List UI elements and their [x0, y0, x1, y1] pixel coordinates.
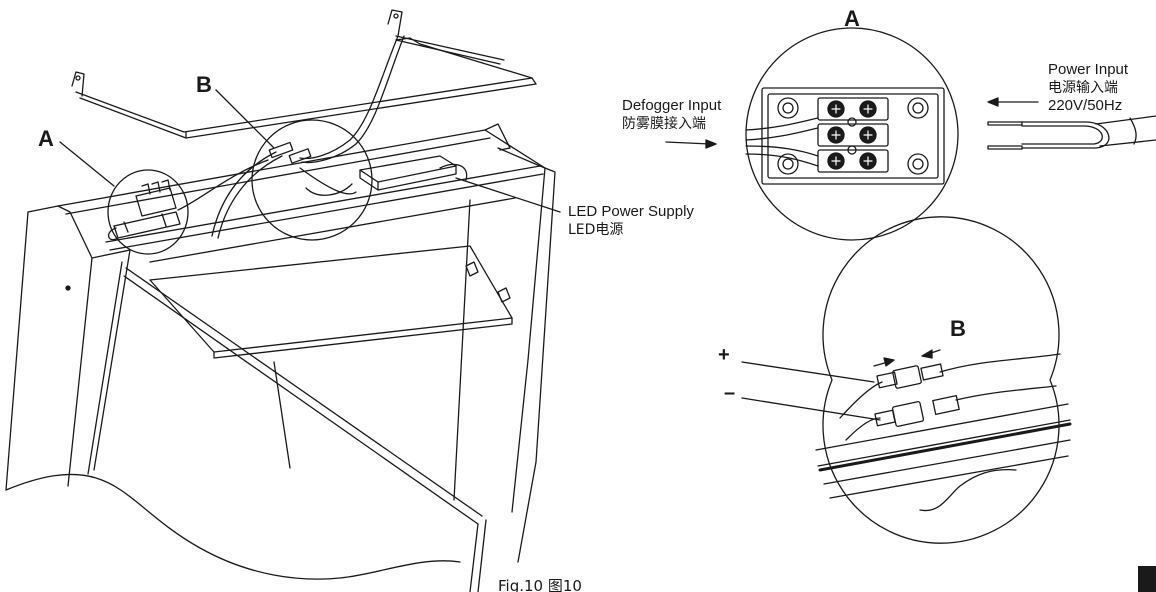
plus-sign: + [718, 344, 730, 366]
mounting-bracket [71, 9, 537, 139]
detail-b-circle [822, 216, 1060, 544]
defogger-input-label-cn: 防雾膜接入端 [622, 116, 706, 132]
defogger-input-label: Defogger Input [622, 97, 722, 114]
detail-b [815, 216, 1072, 544]
callout-a-main: A [38, 126, 54, 151]
callout-a-detail: A [844, 6, 860, 31]
leader-plus [741, 361, 875, 383]
leader-led-power [455, 177, 561, 213]
led-power-supply-label: LED Power Supply [568, 203, 694, 220]
power-input-label: Power Input [1048, 61, 1129, 78]
figure-caption: Fig.10 图10 [498, 577, 582, 592]
terminal-block-a-main [108, 179, 181, 241]
page-edge-tab [1138, 566, 1156, 592]
led-power-supply-label-cn: LED电源 [568, 222, 624, 238]
power-input-spec: 220V/50Hz [1048, 97, 1123, 114]
leader-b-main [215, 89, 275, 149]
defogger-arrow [665, 139, 717, 149]
power-cable [987, 115, 1156, 150]
callout-b-main: B [196, 72, 212, 97]
callout-circle-b-main [251, 119, 373, 241]
mirror-cabinet [5, 123, 556, 592]
detail-a [745, 27, 959, 241]
detail-a-circle [745, 27, 959, 241]
callout-circle-a-main [107, 169, 189, 255]
callout-b-detail: B [950, 316, 966, 341]
main-wiring [177, 35, 468, 239]
leader-minus [741, 397, 881, 421]
power-input-label-cn: 电源输入端 [1048, 80, 1118, 96]
leader-a-main [59, 141, 115, 187]
minus-sign: – [724, 382, 736, 404]
power-input-arrow [987, 97, 1039, 107]
